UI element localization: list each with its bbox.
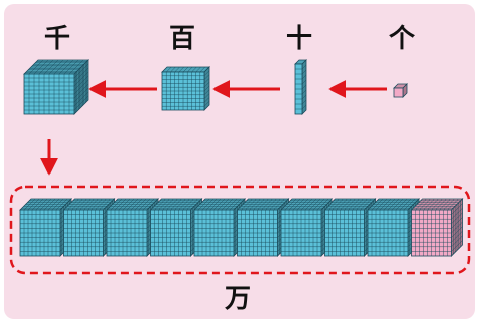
label-ten: 十 — [285, 24, 312, 54]
row-thousand-cube — [410, 198, 464, 257]
ten-rod — [294, 59, 307, 115]
diagram-art — [9, 59, 471, 275]
label-ten-thousand: 万 — [224, 284, 251, 314]
unit-cube — [393, 83, 408, 98]
ten-thousand-frame — [9, 185, 471, 275]
row-thousand-cube — [193, 198, 246, 257]
label-one: 个 — [388, 24, 415, 54]
row-thousand-cube — [62, 198, 116, 257]
thousand-cube — [23, 59, 89, 115]
label-thousand: 千 — [43, 24, 70, 54]
place-value-diagram: 千 百 十 个 万 — [4, 4, 475, 319]
hundred-flat — [161, 66, 210, 111]
row-thousand-cube — [367, 198, 420, 257]
label-hundred: 百 — [168, 24, 195, 54]
